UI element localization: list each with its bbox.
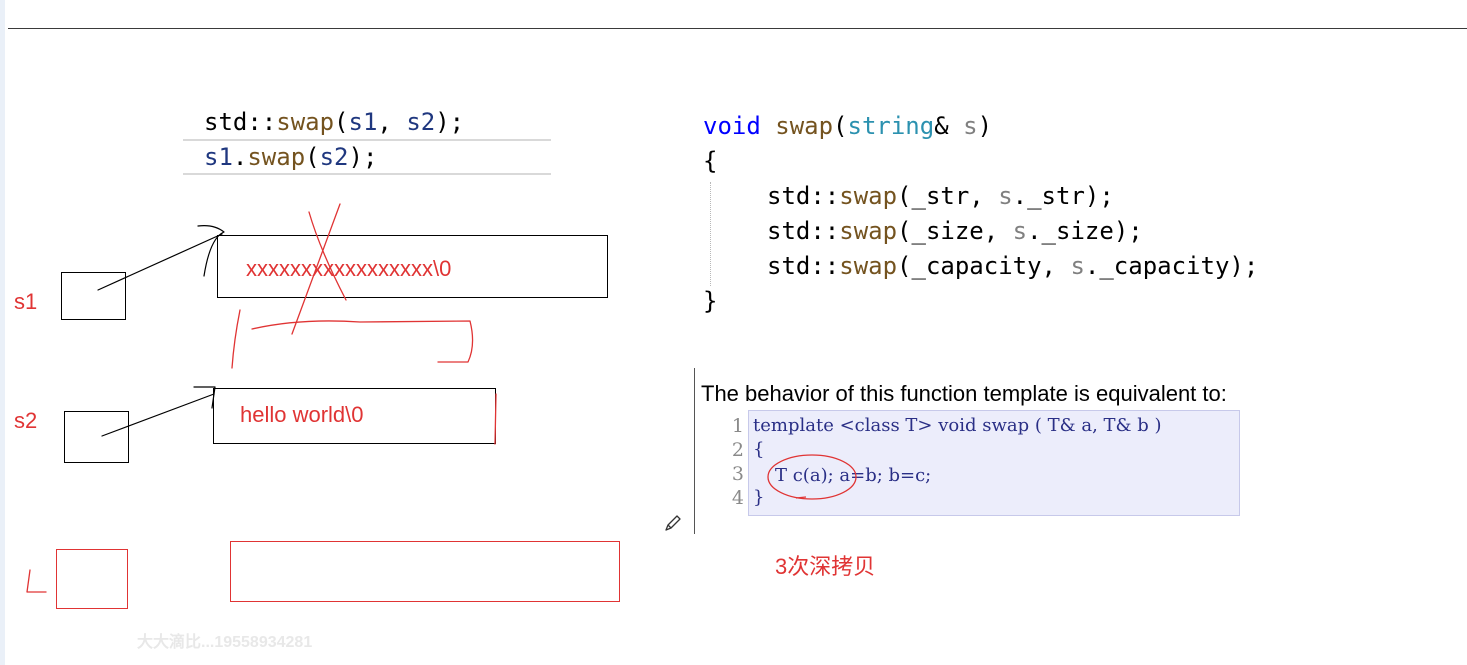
open-brace: { <box>703 147 718 175</box>
swap-fn: swap <box>839 217 898 245</box>
member-access: ._str <box>1012 182 1085 210</box>
void-keyword: void <box>703 112 761 140</box>
close-paren: ); <box>435 108 465 136</box>
arrow-s1-to-buffer <box>97 233 223 291</box>
close-paren: ); <box>1084 182 1114 210</box>
arg-s1: s1 <box>348 108 378 136</box>
std-namespace: std:: <box>767 252 840 280</box>
line-number: 2 <box>731 439 744 461</box>
std-namespace: std:: <box>204 108 277 136</box>
circled-copy-construct: T c(a); <box>775 465 834 486</box>
swap-fn: swap <box>839 252 898 280</box>
template-line: T c(a); a=b; b=c; <box>775 464 931 488</box>
close-brace: } <box>703 287 718 315</box>
std-namespace: std:: <box>767 182 840 210</box>
new-buffer-side <box>231 309 241 369</box>
line-number: 3 <box>731 463 744 485</box>
template-code-box <box>748 410 1240 516</box>
arrowhead-s1 <box>197 225 225 277</box>
line-number: 4 <box>731 487 744 509</box>
close-paren: ); <box>1113 217 1143 245</box>
string-type: string <box>847 112 935 140</box>
open-paren: ( <box>833 112 848 140</box>
open-paren: ( <box>897 182 912 210</box>
arrow-s2-to-buffer <box>101 393 215 437</box>
reference-divider <box>694 368 695 534</box>
s2-buffer-edge <box>494 393 497 445</box>
s1-object-box <box>61 272 126 320</box>
template-line: template <class T> void swap ( T& a, T& … <box>753 415 1162 436</box>
comma: , <box>969 182 999 210</box>
deep-copy-annotation: 3次深拷贝 <box>775 554 876 579</box>
s1-buffer-text: xxxxxxxxxxxxxxxxx\0 <box>246 256 452 281</box>
arg-s2: s2 <box>406 108 436 136</box>
close-paren: ); <box>348 143 378 171</box>
swap-capacity-line: std::swap(_capacity, s._capacity); <box>767 249 1258 284</box>
template-line: { <box>753 439 765 460</box>
line-number: 1 <box>731 415 744 437</box>
member-swap-call: s1.swap(s2); <box>204 140 377 175</box>
open-paren: ( <box>897 217 912 245</box>
cross-out-stroke <box>308 211 347 301</box>
swap-str-line: std::swap(_str, s._str); <box>767 179 1114 214</box>
new-buffer-outline <box>251 320 474 363</box>
std-namespace: std:: <box>767 217 840 245</box>
open-paren: ( <box>897 252 912 280</box>
s2-label: s2 <box>14 408 38 433</box>
indent-guide <box>710 182 711 286</box>
temp-object-box <box>56 549 128 609</box>
swap-fn: swap <box>247 143 306 171</box>
comma: , <box>377 108 407 136</box>
top-divider <box>8 28 1467 29</box>
comma: , <box>1041 252 1071 280</box>
member-capacity: _capacity <box>911 252 1042 280</box>
temp-bracket <box>26 569 47 593</box>
temp-buffer-box <box>230 541 620 602</box>
std-swap-call: std::swap(s1, s2); <box>204 105 464 140</box>
handwritten-strokes <box>26 203 497 593</box>
pencil-icon[interactable] <box>663 513 683 533</box>
swap-fn: swap <box>839 182 898 210</box>
open-paren: ( <box>334 108 349 136</box>
left-edge-strip <box>0 0 5 665</box>
template-description: The behavior of this function template i… <box>701 381 1227 406</box>
member-size: _size <box>911 217 984 245</box>
swap-size-line: std::swap(_size, s._size); <box>767 214 1143 249</box>
swap-fn: swap <box>276 108 335 136</box>
code-underline <box>183 173 551 175</box>
arrowhead-s2 <box>193 386 216 409</box>
assignments: a=b; b=c; <box>833 465 932 486</box>
member-swap-signature: void swap(string& s) <box>703 109 992 144</box>
swap-name: swap <box>775 112 834 140</box>
s2-buffer-text: hello world\0 <box>240 402 364 427</box>
member-access: ._capacity <box>1084 252 1230 280</box>
comma: , <box>983 217 1013 245</box>
arg-s2: s2 <box>319 143 349 171</box>
s1-buffer-box <box>217 235 608 298</box>
member-str: _str <box>911 182 970 210</box>
param-s: s <box>1012 217 1028 245</box>
code-underline <box>183 139 551 141</box>
template-line: } <box>753 487 765 508</box>
close-paren: ) <box>977 112 993 140</box>
param-s: s <box>963 112 978 140</box>
circle-annotation <box>767 454 857 500</box>
obj-s1: s1 <box>204 143 233 171</box>
ampersand: & <box>934 112 964 140</box>
param-s: s <box>998 182 1013 210</box>
dot: . <box>232 143 248 171</box>
member-access: ._size <box>1027 217 1114 245</box>
cross-out-stroke <box>291 203 341 335</box>
param-s: s <box>1070 252 1085 280</box>
s1-label: s1 <box>14 289 38 314</box>
close-paren: ); <box>1229 252 1259 280</box>
watermark: 大大滴比...19558934281 <box>137 634 313 651</box>
open-paren: ( <box>305 143 320 171</box>
s2-object-box <box>64 411 129 463</box>
